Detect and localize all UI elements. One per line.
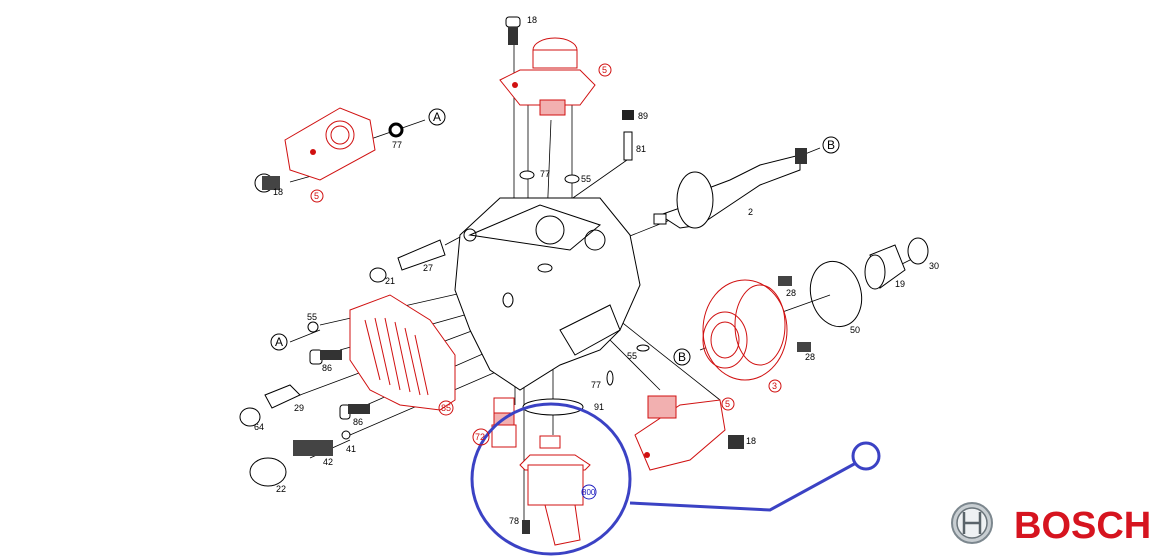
highlight-callout (470, 402, 881, 556)
callout-85: 85 (441, 403, 451, 413)
gear-pump-85 (349, 294, 456, 411)
callout-5: 5 (725, 399, 730, 409)
metering-unit-800 (519, 435, 591, 546)
bushing-19 (864, 244, 906, 290)
callout-91: 91 (594, 402, 604, 412)
callout-28: 28 (786, 288, 796, 298)
callout-labels: 18 5 89 81 A 77 18 5 77 55 B 2 27 21 28 … (254, 15, 939, 526)
drive-shaft (653, 148, 807, 229)
callout-81: 81 (636, 144, 646, 154)
callout-18: 18 (527, 15, 537, 25)
seal-55 (564, 174, 580, 184)
callout-77: 77 (591, 380, 601, 390)
callout-19: 19 (895, 279, 905, 289)
oring-50 (809, 260, 863, 328)
callout-18: 18 (746, 436, 756, 446)
bosch-wordmark: BOSCH (1014, 505, 1151, 547)
ring-30 (907, 237, 929, 265)
callout-5: 5 (602, 65, 607, 75)
callout-27: 27 (423, 263, 433, 273)
callout-21: 21 (385, 276, 395, 286)
gasket-91 (522, 398, 584, 416)
callout-18: 18 (273, 187, 283, 197)
callout-72: 72 (475, 432, 485, 442)
left-valve-assembly (254, 107, 404, 193)
seal-77 (519, 170, 535, 180)
screws-28 (778, 276, 811, 352)
callout-86: 86 (353, 417, 363, 427)
callout-41: 41 (346, 444, 356, 454)
left-side-parts (239, 239, 446, 487)
callout-B: B (827, 138, 835, 152)
callout-2: 2 (748, 207, 753, 217)
callout-800: 800 (582, 488, 596, 497)
callout-28: 28 (805, 352, 815, 362)
top-valve-assembly (499, 16, 596, 116)
callout-55: 55 (581, 174, 591, 184)
bosch-armature-icon (951, 502, 993, 544)
callout-22: 22 (276, 484, 286, 494)
callout-78: 78 (509, 516, 519, 526)
pump-housing (454, 197, 641, 391)
callout-89: 89 (638, 111, 648, 121)
callout-55: 55 (307, 312, 317, 322)
seal-55-lower (636, 344, 650, 352)
callout-29: 29 (294, 403, 304, 413)
callout-77: 77 (540, 169, 550, 179)
callout-A: A (275, 335, 283, 349)
screw-89-81 (622, 110, 634, 161)
callout-30: 30 (929, 261, 939, 271)
callout-5: 5 (314, 191, 319, 201)
callout-50: 50 (850, 325, 860, 335)
bosch-logo: BOSCH (951, 502, 1151, 547)
screw-78 (522, 520, 530, 534)
callout-B: B (678, 350, 686, 364)
callout-77: 77 (392, 140, 402, 150)
callout-64: 64 (254, 422, 264, 432)
callout-42: 42 (323, 457, 333, 467)
callout-86: 86 (322, 363, 332, 373)
callout-A: A (433, 110, 441, 124)
seal-77-lower (606, 370, 614, 386)
lower-valve-assembly (634, 395, 744, 471)
fitting-72 (491, 397, 517, 448)
flange-3 (702, 279, 788, 381)
callout-55: 55 (627, 351, 637, 361)
callout-3: 3 (772, 381, 777, 391)
